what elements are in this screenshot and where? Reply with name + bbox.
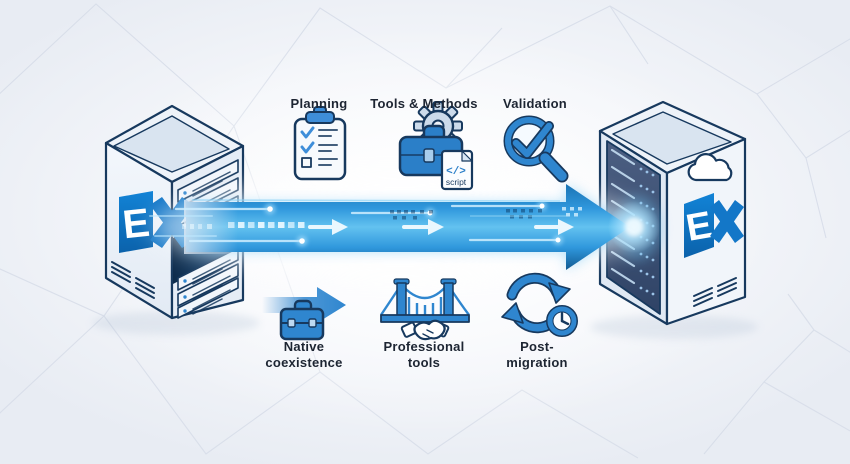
magnifier-check-icon [503,115,569,183]
code-glyph: </> [446,166,466,178]
toolbox-gear-script-icon: </> script [398,101,474,191]
digital-bits [390,207,582,220]
clipboard-checklist-icon [293,106,347,181]
bridge-handshake-icon [380,278,470,341]
arrow-briefcase-icon [262,287,346,341]
stream-arrows [308,219,574,235]
script-label: script [446,177,467,187]
handshake-icon [400,319,450,341]
server-top-panel [113,115,230,173]
sync-clock-icon [501,272,578,337]
target-server-shadow [590,315,758,339]
step-label-post-migration: Post- migration [506,339,568,371]
exchange-letter: E [121,201,152,248]
source-server-shadow [92,311,260,335]
step-label-validation: Validation [503,96,567,111]
step-label-tools-methods: Tools & Methods [370,96,478,111]
script-doc-icon: </> script [440,149,474,191]
step-label-planning: Planning [290,96,348,111]
step-label-native-coexistence: Native coexistence [265,339,343,371]
data-dashes [182,222,305,229]
migration-arrow [149,184,660,270]
exchange-logo: E [683,193,744,258]
vent-lines [111,261,155,299]
vent-lines [693,277,737,307]
clock-icon [546,305,578,337]
step-label-professional-tools: Professional tools [383,339,465,371]
data-stream-comets [174,201,563,247]
server-top-panel [612,111,732,165]
cloud-icon [687,153,733,182]
